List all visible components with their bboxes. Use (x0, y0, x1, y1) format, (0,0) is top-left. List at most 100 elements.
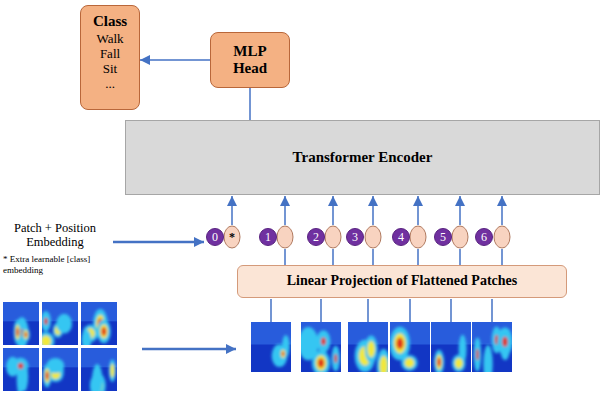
node-text: 1 (265, 231, 271, 243)
energy-blob (483, 345, 492, 372)
position-embedding (365, 226, 381, 248)
energy-blob (42, 311, 51, 332)
spectrogram-energy (474, 326, 512, 372)
projection-line (459, 249, 461, 265)
energy-blob (14, 320, 21, 345)
energy-blob (474, 337, 482, 371)
spectrogram-patch (390, 322, 430, 372)
energy-blob (102, 327, 107, 335)
spectrogram-energy (355, 335, 388, 372)
energy-blob (401, 355, 417, 371)
spectrogram-patch (251, 322, 291, 372)
energy-blob (100, 324, 108, 338)
token-arrow (372, 196, 374, 225)
energy-blob (476, 348, 479, 360)
node-text: 5 (440, 231, 446, 243)
energy-blob (396, 338, 403, 350)
projection-line (332, 249, 334, 265)
patch-line (450, 299, 452, 322)
spectrogram-energy (434, 335, 467, 372)
energy-blob (16, 328, 19, 337)
energy-blob (301, 327, 318, 360)
energy-blob (15, 325, 19, 340)
token-arrow (231, 196, 233, 225)
energy-blob (452, 354, 465, 372)
flow-arrow (142, 348, 236, 351)
energy-blob (46, 372, 49, 380)
token-circle: 3 (346, 228, 364, 246)
energy-blob (13, 358, 29, 374)
energy-blob (44, 369, 49, 383)
token-circle: 0 (206, 228, 224, 246)
class-box: ClassWalk Fall Sit ... (80, 5, 140, 110)
node-text: 2 (313, 231, 319, 243)
node-text: 3 (352, 231, 358, 243)
energy-blob (316, 330, 330, 352)
spectrogram-ground (3, 302, 39, 345)
spectrogram-ground (431, 322, 471, 372)
energy-blob (281, 350, 286, 358)
energy-blob (437, 358, 441, 367)
energy-blob (434, 350, 444, 372)
flow-arrow (113, 241, 204, 244)
token-arrow (284, 196, 286, 225)
position-embedding (277, 226, 293, 248)
spectrogram-energy (90, 359, 116, 391)
token-arrow (332, 196, 334, 225)
spectrogram-ground (390, 322, 430, 372)
energy-blob (81, 329, 91, 345)
energy-blob (316, 355, 327, 370)
position-embedding (325, 226, 341, 248)
node-text: Transformer Encoder (293, 149, 433, 166)
spectrogram-patch (81, 302, 117, 345)
spectrogram-energy (6, 357, 28, 391)
energy-blob (25, 332, 28, 337)
patch-line (320, 299, 322, 322)
energy-blob (380, 356, 388, 372)
spectrogram-patch (3, 348, 39, 391)
spectrogram-patch (42, 348, 78, 391)
energy-blob (282, 351, 285, 356)
position-embedding (494, 226, 510, 248)
node-text: Class (93, 13, 127, 30)
node-text: 6 (481, 231, 487, 243)
patch-line (491, 299, 493, 322)
position-embedding (452, 226, 468, 248)
projection-box: Linear Projection of Flattened Patches (237, 265, 567, 298)
spectrogram-patch (348, 322, 388, 372)
spectrogram-patch (301, 322, 341, 372)
token-circle: 4 (392, 228, 410, 246)
token-circle: 5 (434, 228, 452, 246)
annotation-label: Patch + Position Embedding (3, 221, 107, 250)
node-text: Walk Fall Sit ... (96, 32, 123, 92)
energy-blob (332, 346, 340, 371)
energy-blob (42, 332, 54, 345)
node-text: MLP Head (233, 43, 267, 78)
spectrogram-energy (14, 317, 30, 345)
node-text: 4 (398, 231, 404, 243)
energy-blob (318, 359, 324, 368)
token-arrow (501, 196, 503, 225)
spectrogram-energy (81, 309, 110, 345)
energy-blob (394, 333, 406, 353)
spectrogram-patch (431, 322, 471, 372)
spectrogram-ground (42, 348, 78, 391)
energy-blob (97, 319, 111, 343)
energy-blob (404, 358, 414, 368)
token-arrow (459, 196, 461, 225)
energy-blob (42, 335, 51, 345)
energy-blob (334, 354, 337, 363)
spectrogram-energy (42, 311, 72, 345)
energy-blob (436, 355, 442, 370)
energy-blob (44, 318, 48, 325)
spectrogram-energy (43, 358, 65, 388)
projection-line (284, 249, 286, 265)
footnote-label: * Extra learnable [class] embedding (3, 254, 113, 276)
energy-blob (24, 330, 29, 339)
energy-blob (43, 364, 52, 388)
spectrogram-energy (272, 335, 290, 367)
node-text: 0 (212, 231, 218, 243)
token-circle: 2 (307, 228, 325, 246)
energy-blob (455, 358, 463, 369)
